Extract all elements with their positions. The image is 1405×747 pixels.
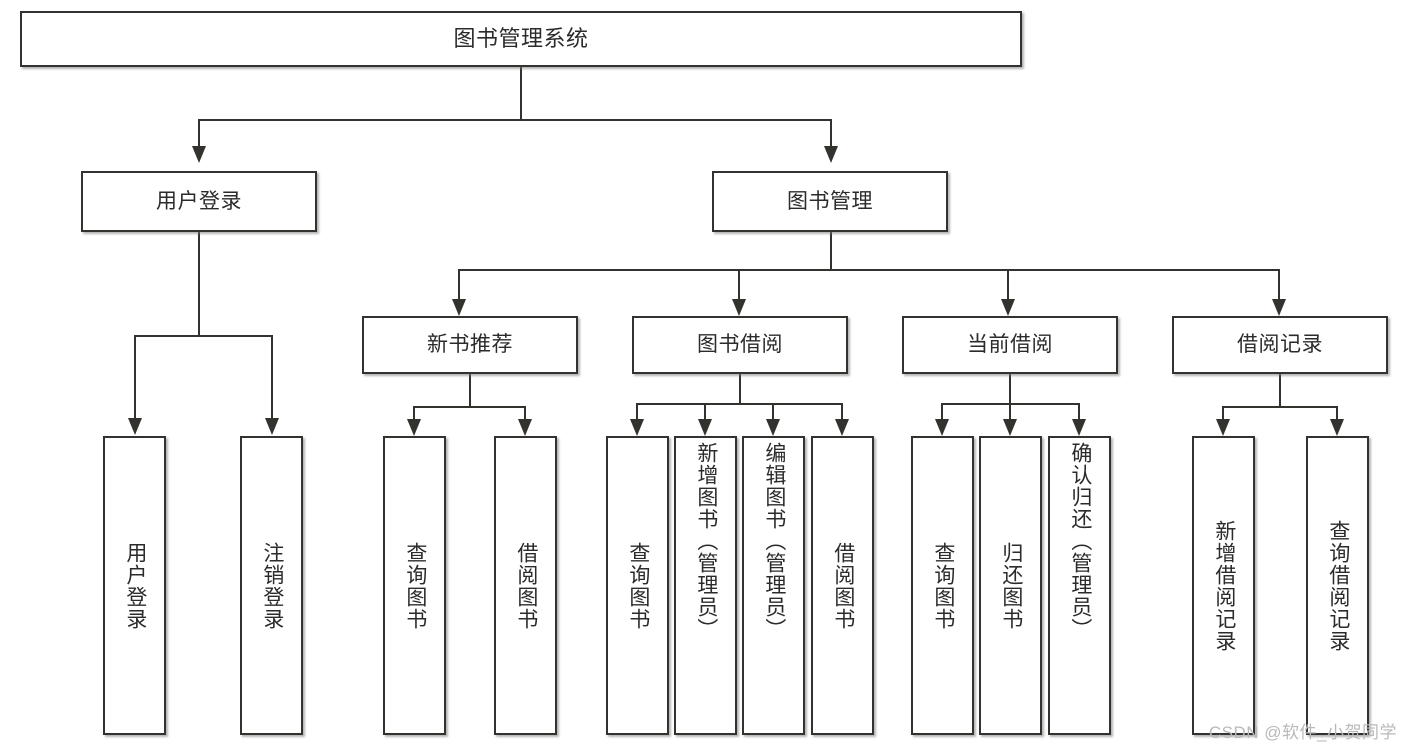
connector-root-bus	[198, 119, 832, 121]
connector-br-drop-1	[1222, 406, 1224, 419]
arrow-to-cb-leaf-3	[1072, 419, 1086, 436]
leaf-bb-query-book[interactable]: 查询图书	[606, 436, 669, 735]
node-label: 查询图书	[626, 541, 650, 630]
leaf-user-login[interactable]: 用户登录	[103, 436, 166, 735]
connector-user-login-drop-2	[271, 335, 273, 418]
connector-user-login-drop-1	[134, 335, 136, 418]
arrow-to-borrow-record	[1272, 299, 1286, 316]
connector-nbr-stem	[469, 374, 471, 408]
connector-bb-drop-3	[772, 403, 774, 419]
node-label: 当前借阅	[967, 333, 1053, 357]
connector-user-login-bus	[134, 335, 273, 337]
arrow-to-bb-leaf-2	[698, 419, 712, 436]
node-book-manage[interactable]: 图书管理	[712, 171, 948, 232]
leaf-bb-edit-book-admin[interactable]: 编辑图书（管理员）	[742, 436, 805, 735]
node-label: 新增借阅记录	[1212, 519, 1236, 652]
leaf-br-query-record[interactable]: 查询借阅记录	[1306, 436, 1369, 735]
node-label: 图书管理	[787, 189, 873, 213]
leaf-nbr-query-book[interactable]: 查询图书	[383, 436, 446, 735]
leaf-nbr-borrow-book[interactable]: 借阅图书	[494, 436, 557, 735]
connector-cb-drop-3	[1078, 403, 1080, 419]
connector-br-drop-2	[1336, 406, 1338, 419]
node-label: 图书管理系统	[453, 25, 589, 51]
node-label: 确认归还（管理员）	[1068, 442, 1092, 640]
arrow-to-leaf-logout	[265, 418, 279, 435]
leaf-cb-confirm-return-admin[interactable]: 确认归还（管理员）	[1048, 436, 1111, 735]
node-user-login[interactable]: 用户登录	[81, 171, 317, 232]
node-label: 图书借阅	[697, 333, 783, 357]
connector-cb-stem	[1009, 374, 1011, 404]
arrow-to-bb-leaf-3	[766, 419, 780, 436]
watermark-text: CSDN @软件_小贺同学	[1208, 723, 1397, 742]
node-label: 查询借阅记录	[1326, 519, 1350, 652]
arrow-to-book-manage	[824, 146, 838, 163]
node-label: 查询图书	[403, 541, 427, 630]
node-new-book-recommend[interactable]: 新书推荐	[362, 316, 578, 374]
arrow-to-br-leaf-2	[1330, 419, 1344, 436]
connector-cb-drop-2	[1009, 403, 1011, 419]
arrow-to-current-borrow	[1001, 299, 1015, 316]
arrow-to-nbr-leaf-2	[518, 419, 532, 436]
arrow-to-nbr-leaf-1	[407, 419, 421, 436]
connector-book-manage-drop-4	[1278, 269, 1280, 299]
node-label: 用户登录	[123, 541, 147, 630]
arrow-to-bb-leaf-4	[835, 419, 849, 436]
connector-book-manage-stem	[830, 232, 832, 271]
arrow-to-new-book-recommend	[452, 299, 466, 316]
node-label: 归还图书	[999, 541, 1023, 630]
node-borrow-record[interactable]: 借阅记录	[1172, 316, 1388, 374]
node-root-system[interactable]: 图书管理系统	[20, 11, 1022, 67]
connector-bb-bus	[636, 403, 843, 405]
node-current-borrow[interactable]: 当前借阅	[902, 316, 1118, 374]
connector-br-bus	[1222, 406, 1338, 408]
connector-root-stem	[520, 67, 522, 120]
node-label: 借阅图书	[831, 541, 855, 630]
connector-book-manage-bus	[458, 269, 1280, 271]
connector-root-drop-left	[198, 119, 200, 146]
connector-book-manage-drop-3	[1007, 269, 1009, 299]
node-label: 用户登录	[156, 189, 242, 213]
node-label: 注销登录	[260, 541, 284, 630]
leaf-logout[interactable]: 注销登录	[240, 436, 303, 735]
arrow-to-cb-leaf-2	[1003, 419, 1017, 436]
connector-bb-drop-4	[841, 403, 843, 419]
connector-br-stem	[1279, 374, 1281, 408]
leaf-br-add-record[interactable]: 新增借阅记录	[1192, 436, 1255, 735]
connector-nbr-drop-1	[413, 406, 415, 419]
connector-book-manage-drop-2	[738, 269, 740, 299]
node-label: 借阅记录	[1237, 333, 1323, 357]
arrow-to-user-login	[192, 146, 206, 163]
node-label: 编辑图书（管理员）	[762, 442, 786, 640]
arrow-to-book-borrow	[732, 299, 746, 316]
connector-bb-drop-2	[704, 403, 706, 419]
connector-user-login-stem	[198, 232, 200, 336]
connector-root-drop-right	[830, 119, 832, 146]
leaf-cb-query-book[interactable]: 查询图书	[911, 436, 974, 735]
arrow-to-cb-leaf-1	[935, 419, 949, 436]
leaf-bb-borrow-book[interactable]: 借阅图书	[811, 436, 874, 735]
connector-nbr-drop-2	[524, 406, 526, 419]
arrow-to-bb-leaf-1	[630, 419, 644, 436]
arrow-to-leaf-user-login	[128, 418, 142, 435]
connector-cb-drop-1	[941, 403, 943, 419]
leaf-bb-add-book-admin[interactable]: 新增图书（管理员）	[674, 436, 737, 735]
connector-bb-stem	[739, 374, 741, 404]
node-label: 新增图书（管理员）	[694, 442, 718, 640]
connector-book-manage-drop-1	[458, 269, 460, 299]
node-label: 借阅图书	[514, 541, 538, 630]
arrow-to-br-leaf-1	[1216, 419, 1230, 436]
node-book-borrow[interactable]: 图书借阅	[632, 316, 848, 374]
node-label: 新书推荐	[427, 333, 513, 357]
node-label: 查询图书	[931, 541, 955, 630]
leaf-cb-return-book[interactable]: 归还图书	[979, 436, 1042, 735]
connector-bb-drop-1	[636, 403, 638, 419]
connector-nbr-bus	[413, 406, 526, 408]
